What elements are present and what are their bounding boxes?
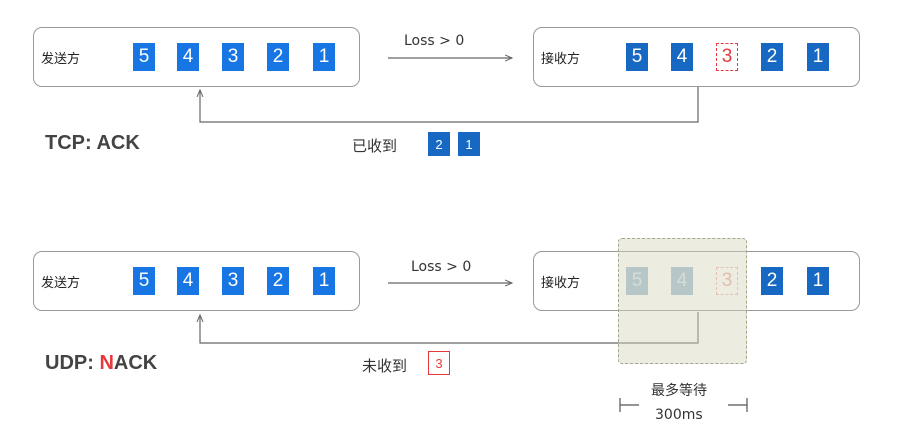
wait-label: 最多等待: [651, 383, 707, 399]
tcp-protocol-label: TCP: ACK: [45, 132, 140, 154]
udp-receiver-packet-1: 1: [807, 267, 829, 295]
tcp-receiver-box: [533, 27, 860, 87]
tcp-receiver-packet-4: 4: [671, 43, 693, 71]
tcp-sender-packet-1: 1: [313, 43, 335, 71]
udp-loss-label: Loss > 0: [411, 259, 472, 275]
tcp-ack-packet-1: 1: [458, 132, 480, 156]
udp-nack-packet-3: 3: [428, 351, 450, 375]
tcp-receiver-label: 接收方: [541, 52, 581, 67]
tcp-sender-packet-3: 3: [222, 43, 244, 71]
udp-receiver-box: [533, 251, 860, 311]
tcp-ack-arrow: [200, 87, 699, 123]
udp-sender-packet-3: 3: [222, 267, 244, 295]
udp-protocol-suffix: ACK: [113, 352, 158, 374]
udp-receiver-label: 接收方: [541, 276, 581, 291]
udp-sender-packet-4: 4: [177, 267, 199, 295]
udp-receiver-packet-5: 5: [626, 267, 648, 295]
tcp-loss-label: Loss > 0: [404, 33, 465, 49]
tcp-feedback-label: 已收到: [352, 137, 398, 155]
tcp-receiver-packet-1: 1: [807, 43, 829, 71]
tcp-sender-packet-2: 2: [267, 43, 289, 71]
wait-time-label: 300ms: [655, 407, 703, 423]
udp-nack-arrow: [200, 312, 699, 344]
tcp-receiver-packet-5: 5: [626, 43, 648, 71]
tcp-sender-packet-4: 4: [177, 43, 199, 71]
udp-protocol-highlight: N: [99, 352, 114, 374]
udp-sender-packet-1: 1: [313, 267, 335, 295]
udp-receiver-packet-2: 2: [761, 267, 783, 295]
tcp-receiver-lost-packet-3: 3: [716, 43, 738, 71]
tcp-sender-label: 发送方: [41, 52, 81, 67]
udp-sender-label: 发送方: [41, 276, 81, 291]
wait-window-overlay: [618, 238, 747, 364]
tcp-ack-packet-2: 2: [428, 132, 450, 156]
tcp-sender-packet-5: 5: [133, 43, 155, 71]
udp-sender-packet-2: 2: [267, 267, 289, 295]
udp-feedback-label: 未收到: [362, 357, 408, 375]
udp-receiver-packet-4: 4: [671, 267, 693, 295]
udp-receiver-lost-packet-3: 3: [716, 267, 738, 295]
tcp-receiver-packet-2: 2: [761, 43, 783, 71]
udp-sender-packet-5: 5: [133, 267, 155, 295]
udp-protocol-label: UDP: NACK: [45, 352, 157, 375]
udp-protocol-prefix: UDP:: [45, 352, 100, 374]
